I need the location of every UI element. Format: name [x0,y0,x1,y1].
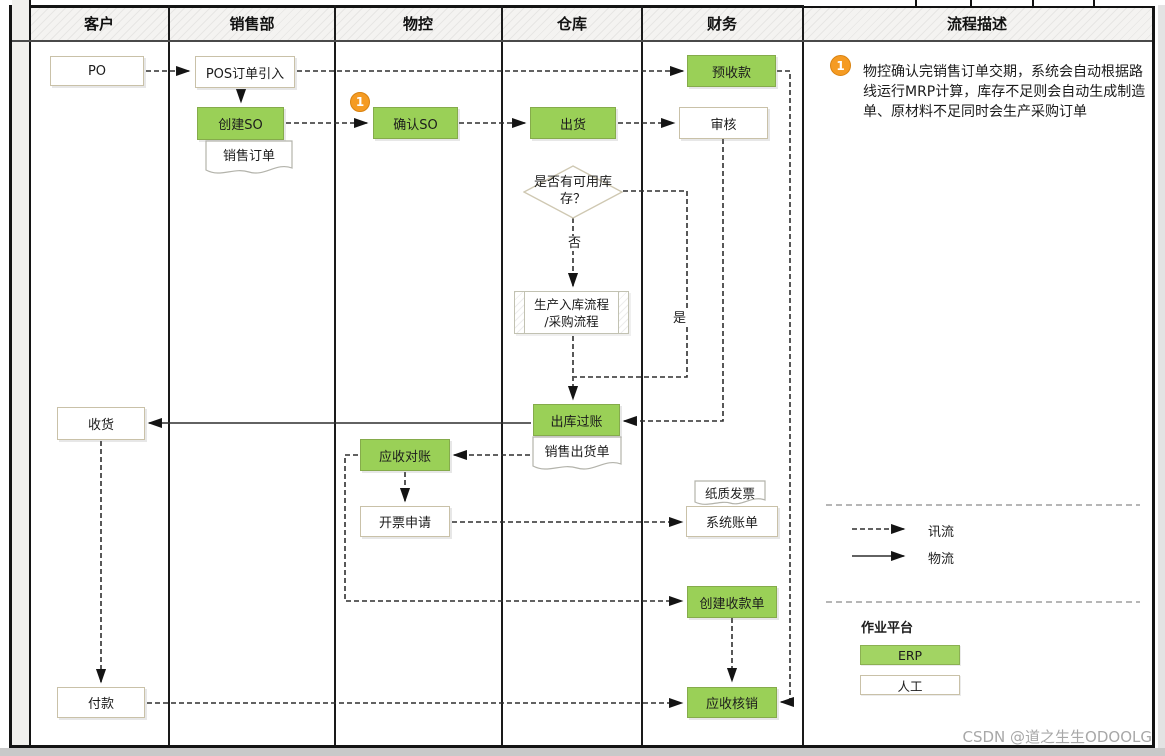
lane-header-band [31,8,1152,40]
note-badge-1: 1 [830,55,851,76]
edge-decision-yes [574,190,688,378]
lane-title-finance: 财务 [706,15,737,33]
lane-title-warehouse: 仓库 [556,15,587,33]
process-description-text: 物控确认完销售订单交期，系统会自动根据路线运行MRP计算，库存不足则会自动生成制… [863,64,1146,120]
node-system-bill: 系统账单 [686,506,778,537]
lane-line-5 [802,5,804,745]
node-payment: 付款 [57,687,145,718]
document-shape-paper-invoice [694,480,766,505]
node-create-receipt: 创建收款单 [687,586,777,618]
phase-strip [12,0,31,745]
title-block-cells [803,0,1155,8]
platform-box-manual: 人工 [860,675,960,695]
platform-box-erp: ERP [860,645,960,665]
doc-paper-invoice: 纸质发票 [704,486,755,501]
predef-bar-left [515,292,525,333]
page-edge-right [1158,5,1165,748]
edge-label-yes: 是 [671,311,689,326]
lane-line-2 [334,5,336,745]
title-block-divider [915,0,917,6]
predef-label: 生产入库流程 /采购流程 [533,296,609,329]
watermark: CSDN @道之生生ODOOLG [962,728,1153,746]
lane-title-customer: 客户 [83,15,114,33]
lane-title-description: 流程描述 [946,15,1007,33]
node-ship: 出货 [530,107,616,139]
node-ar-reconcile: 应收对账 [360,439,450,471]
node-predefined-process: 生产入库流程 /采购流程 [514,291,629,334]
node-invoice-request: 开票申请 [360,506,450,537]
title-block-divider [1093,0,1095,6]
doc-sales-order: 销售订单 [222,149,275,164]
document-shape-delivery [532,436,622,470]
lane-title-sales: 销售部 [229,15,275,33]
title-block-divider [1032,0,1034,6]
edge-advance-to-writeoff [777,70,794,708]
legend-material-flow-label: 物流 [928,552,955,567]
step-badge-1: 1 [350,92,370,112]
node-pos-import: POS订单引入 [195,56,295,88]
lane-title-material: 物控 [402,15,433,33]
header-underline [12,40,1152,42]
lane-line-1 [168,5,170,745]
node-po: PO [50,56,144,86]
legend-info-flow-label: 讯流 [928,525,955,540]
node-create-so: 创建SO [197,107,284,140]
edge-label-no: 否 [566,236,584,251]
lane-line-4 [641,5,643,745]
page-edge-bottom [0,748,1165,756]
platform-section-title: 作业平台 [861,621,914,636]
node-confirm-so: 确认SO [373,107,458,139]
diagram-frame [9,5,1155,748]
lane-line-3 [501,5,503,745]
document-shape-sales-order [205,140,293,174]
node-receive-goods: 收货 [57,407,145,440]
node-ar-writeoff: 应收核销 [687,687,777,718]
predef-bar-right [618,292,628,333]
node-advance-receipt: 预收款 [687,55,776,87]
doc-sales-delivery: 销售出货单 [544,445,610,460]
node-review: 审核 [679,107,768,139]
edge-review-to-outbound [622,139,724,427]
node-outbound-posting: 出库过账 [533,404,620,436]
decision-diamond-shape [523,165,623,219]
node-stock-decision: 是否有可用库存？ [533,175,612,207]
title-block-divider [970,0,972,6]
